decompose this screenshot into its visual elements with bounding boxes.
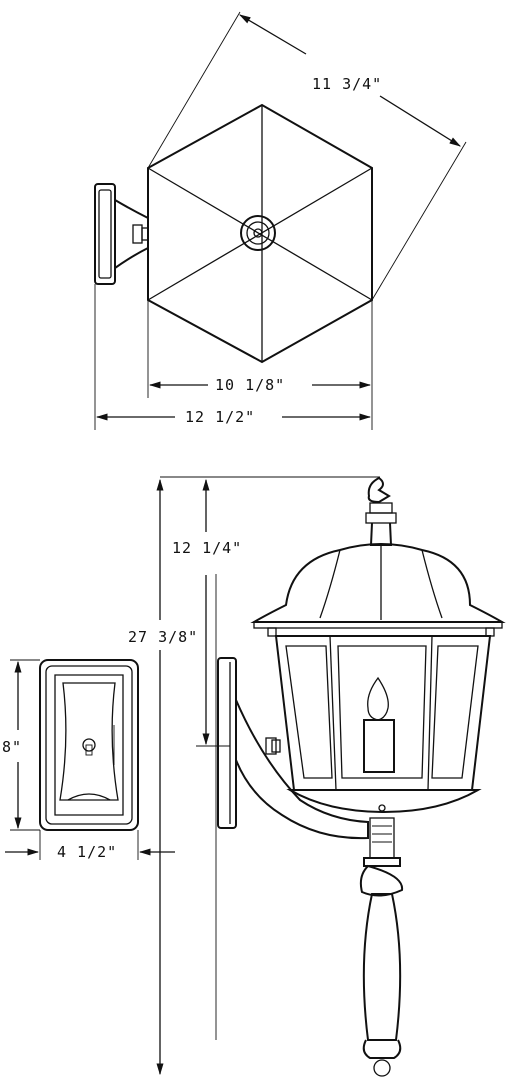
lantern-roof	[250, 543, 506, 637]
dimension-top-body-width: 10 1/8"	[147, 300, 373, 430]
bulb-flame-icon	[367, 676, 389, 721]
dimension-label: 8"	[2, 738, 22, 756]
backplate-front-view: 8" 4 1/2"	[2, 659, 175, 861]
dimension-backplate-height: 8"	[2, 659, 40, 831]
dimension-label: 10 1/8"	[215, 376, 285, 394]
dimension-top-overall-width: 12 1/2"	[94, 284, 372, 430]
finial	[365, 476, 397, 546]
top-view: 11 3/4" 10 1/8" 12 1/2"	[94, 11, 467, 430]
dimension-label: 11 3/4"	[312, 75, 382, 93]
finial-top-icon	[240, 215, 276, 251]
dimension-label: 27 3/8"	[128, 628, 198, 646]
lantern-glass-body	[274, 635, 492, 791]
dimension-label: 12 1/4"	[172, 539, 242, 557]
lantern-base	[286, 789, 482, 1077]
dimension-side-overall-height: 27 3/8"	[128, 478, 217, 1076]
dimension-label: 4 1/2"	[57, 843, 117, 861]
dimension-backplate-width: 4 1/2"	[5, 830, 175, 861]
dimension-top-diagonal: 11 3/4"	[147, 11, 467, 301]
mounting-screw-icon	[82, 738, 96, 752]
scroll-arm	[235, 699, 369, 840]
wall-mount-top	[94, 183, 149, 285]
dimension-side-top-height: 12 1/4"	[160, 476, 380, 747]
candle-sleeve	[363, 719, 395, 773]
lantern-side-view: 12 1/4" 27 3/8"	[128, 476, 506, 1077]
dimension-label: 12 1/2"	[185, 408, 255, 426]
decorative-tail	[362, 893, 402, 1041]
